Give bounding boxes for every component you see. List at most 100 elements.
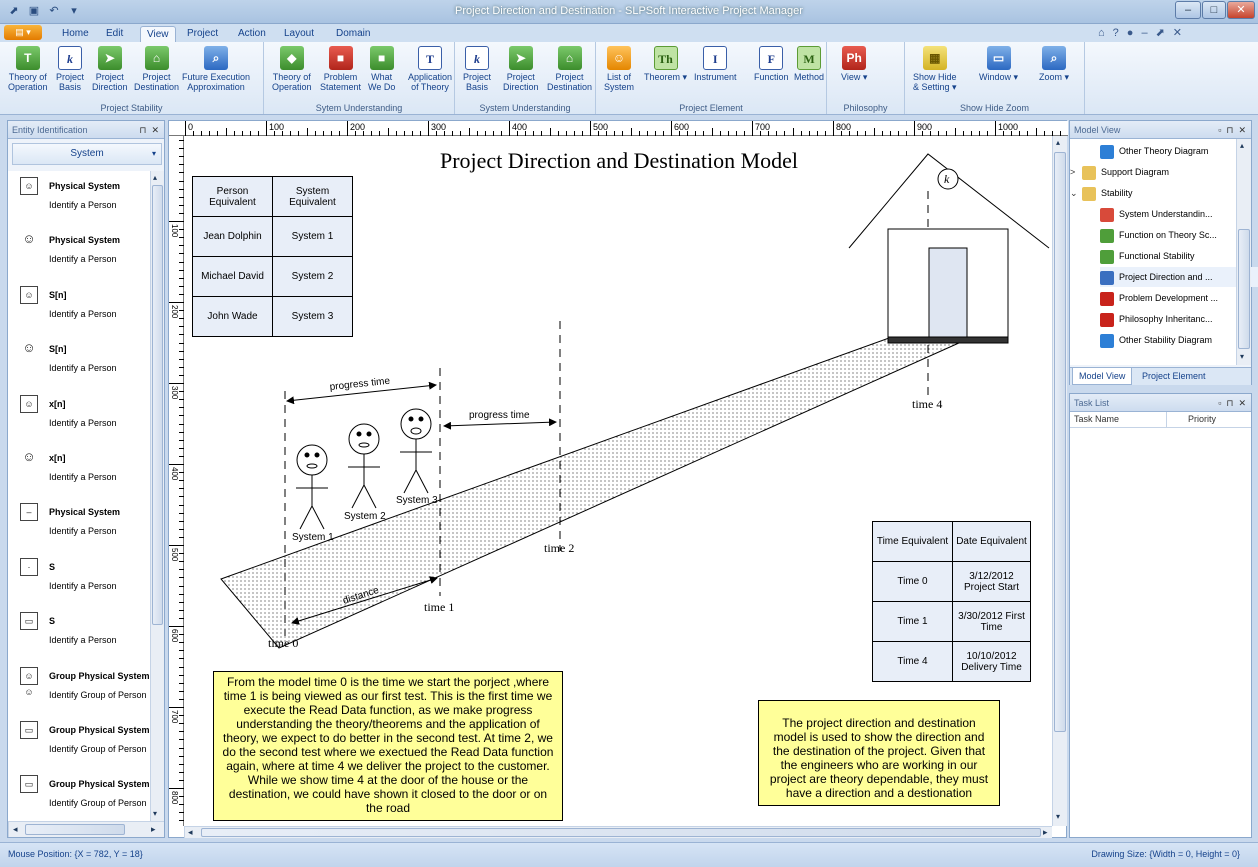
scroll-up-icon[interactable]: ▴ [1056, 138, 1061, 147]
pin-icon[interactable]: ⊓ [1226, 125, 1234, 135]
scroll-left-icon[interactable]: ◂ [188, 827, 193, 837]
scroll-down-icon[interactable]: ▾ [1056, 812, 1061, 821]
column-task-name[interactable]: Task Name [1074, 414, 1120, 424]
close-icon[interactable]: ✕ [151, 125, 159, 135]
minimize-button[interactable]: – [1175, 1, 1201, 19]
ribbon-button[interactable]: ▦Show Hide& Setting ▾ [913, 46, 957, 92]
entity-list-item[interactable]: ☺S[n]Identify a Person [12, 336, 152, 390]
model-tree-item[interactable]: ⌄Stability [1070, 183, 1254, 203]
tab-home[interactable]: Home [62, 28, 89, 39]
quick-access-icon[interactable]: ▾ [71, 5, 77, 17]
tab-project[interactable]: Project [187, 28, 219, 39]
model-tree-item[interactable]: Project Direction and ... [1100, 267, 1258, 287]
model-tree-item[interactable]: >Support Diagram [1070, 162, 1254, 182]
entity-list-hscrollbar[interactable]: ◂ ▸ [8, 821, 164, 837]
ribbon-button[interactable]: ⌕Zoom ▾ [1039, 46, 1069, 82]
scroll-down-icon[interactable]: ▾ [153, 809, 158, 818]
canvas-vscrollbar[interactable]: ▴ ▾ [1052, 136, 1067, 826]
menu-right-icon[interactable]: – [1141, 27, 1156, 39]
pin-icon[interactable]: ⊓ [139, 125, 147, 135]
hscroll-thumb[interactable] [201, 828, 1041, 837]
entity-list-item[interactable]: ☺x[n]Identify a Person [12, 445, 152, 499]
tab-layout[interactable]: Layout [284, 28, 315, 39]
scroll-up-icon[interactable]: ▴ [1240, 141, 1245, 150]
scroll-down-icon[interactable]: ▾ [1240, 352, 1245, 361]
model-tree-item[interactable]: Philosophy Inheritanc... [1100, 309, 1258, 329]
hscroll-thumb[interactable] [25, 824, 125, 835]
menu-right-icon[interactable]: ● [1126, 27, 1142, 39]
model-tree-item[interactable]: System Understandin... [1100, 204, 1258, 224]
model-tree-item[interactable]: Functional Stability [1100, 246, 1258, 266]
pin-icon[interactable]: ⊓ [1226, 398, 1234, 408]
menu-right-icon[interactable]: ⬈ [1155, 27, 1173, 39]
ribbon-button[interactable]: ▭Window ▾ [979, 46, 1018, 82]
scroll-thumb[interactable] [152, 185, 163, 625]
drawing-area[interactable]: Project Direction and Destination Model … [184, 136, 1054, 826]
menu-right-icon[interactable]: ⌂ [1098, 27, 1113, 39]
scroll-right-icon[interactable]: ▸ [151, 824, 156, 834]
expander-icon[interactable]: > [1070, 167, 1076, 177]
canvas-hscrollbar[interactable]: ◂ ▸ [184, 826, 1052, 838]
entity-list-scrollbar[interactable]: ▴ ▾ [150, 171, 164, 821]
model-tree-item[interactable]: Function on Theory Sc... [1100, 225, 1258, 245]
model-tree-item[interactable]: Other Stability Diagram [1100, 330, 1258, 350]
tab-action[interactable]: Action [238, 28, 266, 39]
application-menu-button[interactable]: ▤ ▾ [4, 25, 42, 40]
scroll-thumb[interactable] [1238, 229, 1250, 349]
scroll-right-icon[interactable]: ▸ [1043, 827, 1048, 837]
note-left[interactable]: From the model time 0 is the time we sta… [213, 671, 563, 821]
menu-right-icons[interactable]: ⌂?●–⬈✕ [1098, 26, 1190, 39]
close-icon[interactable]: ✕ [1238, 398, 1246, 408]
undo-icon[interactable]: ↶ [49, 5, 59, 17]
tab-edit[interactable]: Edit [106, 28, 124, 39]
entity-list-item[interactable]: ☺S[n]Identify a Person [12, 282, 152, 336]
tab-project-element[interactable]: Project Element [1142, 371, 1206, 381]
note-right[interactable]: The project direction and destination mo… [758, 700, 1000, 806]
expander-icon[interactable]: ⌄ [1070, 188, 1078, 198]
entity-list-item[interactable]: ☺x[n]Identify a Person [12, 391, 152, 445]
tab-domain[interactable]: Domain [336, 28, 371, 39]
model-tree-item[interactable]: Problem Development ... [1100, 288, 1258, 308]
column-priority[interactable]: Priority [1188, 414, 1217, 424]
menu-right-icon[interactable]: ✕ [1172, 27, 1190, 39]
system-combo[interactable]: System▾ [12, 143, 162, 165]
scroll-left-icon[interactable]: ◂ [13, 824, 18, 834]
tab-view[interactable]: View [140, 26, 176, 42]
tab-model-view[interactable]: Model View [1072, 368, 1133, 385]
menu-right-icon[interactable]: ? [1112, 27, 1127, 39]
save-icon[interactable]: ▣ [28, 5, 40, 17]
maximize-button[interactable]: □ [1202, 1, 1226, 19]
close-icon[interactable]: ✕ [1238, 125, 1246, 135]
model-tree-scrollbar[interactable]: ▴ ▾ [1236, 139, 1251, 365]
app-icon[interactable]: ⬈ [9, 5, 19, 17]
model-tree-item[interactable]: Other Theory Diagram [1100, 141, 1258, 161]
